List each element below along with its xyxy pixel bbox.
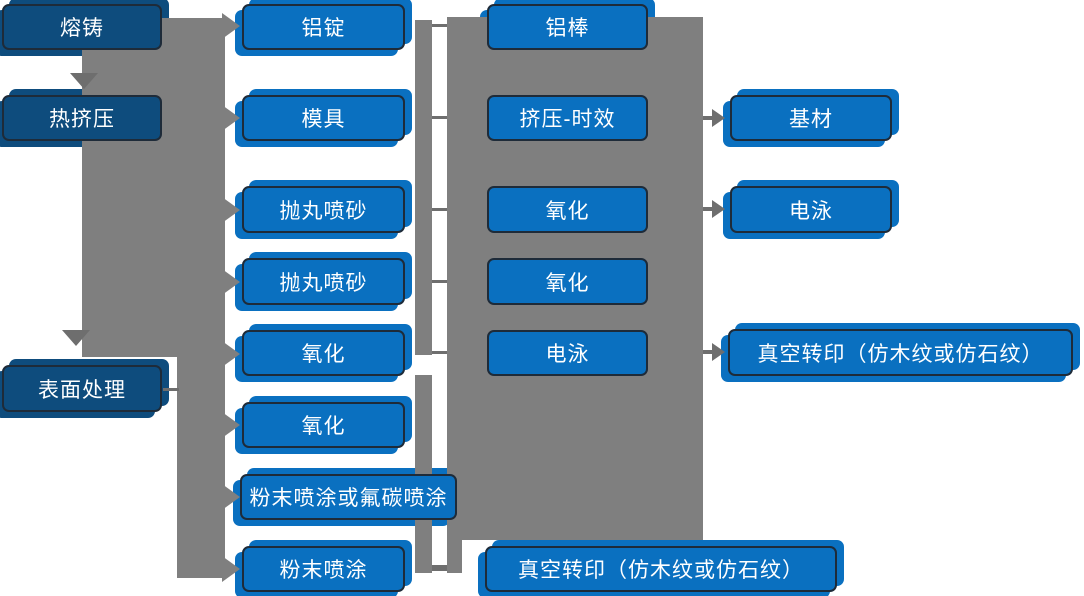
connector-shot-blasting-2-to-oxidation xyxy=(432,280,448,283)
arrow-to-aluminum-ingot-icon xyxy=(222,13,240,39)
node-oxidation-a: 氧化 xyxy=(242,330,405,376)
connector-shot-blasting-1-to-oxidation xyxy=(432,208,448,211)
node-substrate: 基材 xyxy=(730,95,892,141)
node-oxidation-d: 氧化 xyxy=(487,258,648,305)
node-melting: 熔铸 xyxy=(2,4,162,50)
node-electrophoresis-a: 电泳 xyxy=(487,330,648,376)
arrow-down-to-surface-treatment-icon xyxy=(62,330,90,346)
node-mold: 模具 xyxy=(242,95,405,141)
node-surface-treatment: 表面处理 xyxy=(2,365,162,412)
node-powder-or-fluorocarbon: 粉末喷涂或氟碳喷涂 xyxy=(240,474,457,520)
connector-mold-to-extrusion-aging xyxy=(432,116,448,119)
arrow-to-electrophoresis-b-icon xyxy=(703,200,729,218)
arrow-to-shot-blasting-1-icon xyxy=(222,197,240,223)
node-shot-blasting-2: 抛丸喷砂 xyxy=(242,258,405,305)
arrow-to-powder-coating-icon xyxy=(222,556,240,582)
arrow-to-powder-or-fluorocarbon-icon xyxy=(222,484,240,510)
node-electrophoresis-b: 电泳 xyxy=(730,186,892,233)
node-oxidation-c: 氧化 xyxy=(487,186,648,233)
process-bus-block-leg xyxy=(447,540,462,573)
arrow-down-to-hot-extrusion-icon xyxy=(70,73,98,89)
node-aluminum-ingot: 铝锭 xyxy=(242,4,405,50)
connector-powder-to-vacuum-transfer xyxy=(432,565,449,571)
middle-bus-bar-upper xyxy=(415,20,432,355)
node-shot-blasting-1: 抛丸喷砂 xyxy=(242,186,405,233)
arrow-to-oxidation-b-icon xyxy=(222,412,240,438)
node-oxidation-b: 氧化 xyxy=(242,402,405,448)
surface-treatment-link xyxy=(163,388,179,391)
arrow-to-shot-blasting-2-icon xyxy=(222,269,240,295)
node-hot-extrusion: 热挤压 xyxy=(2,95,162,141)
connector-oxidation-to-electrophoresis xyxy=(432,351,448,354)
node-powder-coating: 粉末喷涂 xyxy=(242,546,405,592)
arrow-to-vacuum-transfer-b-icon xyxy=(703,343,729,361)
node-vacuum-transfer-b: 真空转印（仿木纹或仿石纹） xyxy=(728,329,1073,376)
node-vacuum-transfer-a: 真空转印（仿木纹或仿石纹） xyxy=(485,546,837,592)
node-aluminum-rod: 铝棒 xyxy=(487,4,648,50)
node-extrusion-aging: 挤压-时效 xyxy=(487,95,648,141)
left-bus-trunk xyxy=(177,330,225,578)
arrow-to-substrate-icon xyxy=(703,109,729,127)
arrow-to-mold-icon xyxy=(222,105,240,131)
left-bus-band xyxy=(82,18,225,357)
connector-ingot-to-rod xyxy=(432,24,448,27)
arrow-to-oxidation-a-icon xyxy=(222,341,240,367)
